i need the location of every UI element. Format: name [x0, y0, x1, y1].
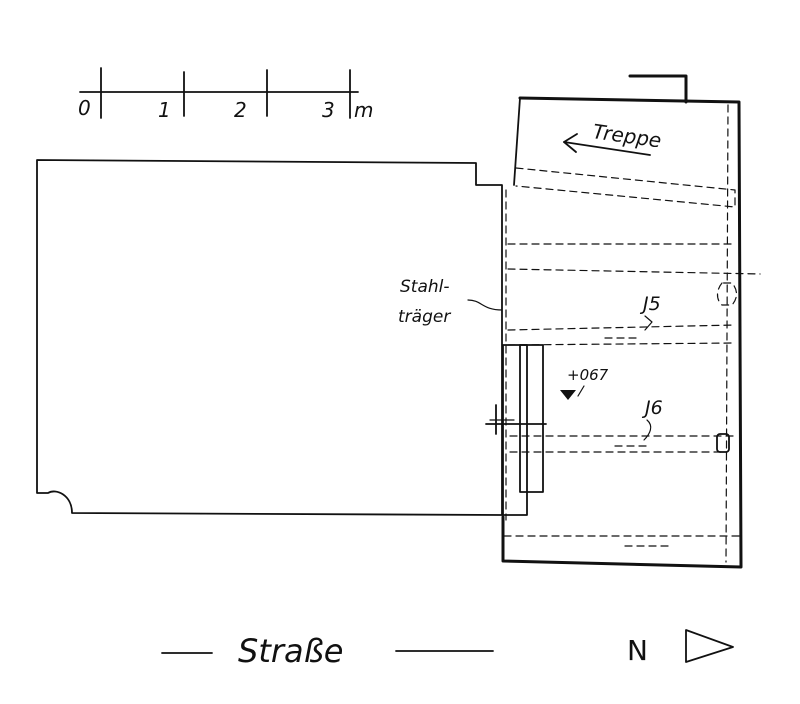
- steel-beam-label-1: Stahl-: [400, 277, 450, 297]
- stairs-annotation: Treppe: [563, 119, 663, 156]
- north-arrow-icon: [685, 629, 734, 663]
- elevation-triangle-icon: [560, 390, 576, 400]
- stairs-arrow-head: [563, 133, 578, 153]
- right-room-west-wall: [513, 97, 521, 186]
- dashed-east-line: [725, 104, 729, 563]
- scale-label-0: 0: [78, 96, 91, 120]
- dashed-column: [716, 282, 738, 306]
- scale-label-3: 3: [322, 98, 335, 122]
- door-frame: [485, 344, 547, 516]
- steel-beam-leader: [467, 299, 503, 311]
- elevation-leader: [577, 385, 585, 397]
- scale-unit: m: [354, 98, 373, 122]
- section-j5: J5: [639, 293, 661, 331]
- scale-label-1: 1: [158, 98, 171, 122]
- door-frame-inner: [519, 344, 544, 493]
- scale-bar: 0 1 2 3 m: [78, 67, 373, 122]
- street-label: Straße: [238, 632, 343, 670]
- elevation-label: +067: [567, 366, 609, 384]
- scale-label-2: 2: [234, 98, 247, 122]
- section-j6-label: J6: [641, 397, 663, 419]
- column-square: [716, 433, 730, 453]
- left-building-outline: [36, 159, 503, 516]
- dashed-beam-3: [507, 268, 761, 275]
- north-label: N: [627, 634, 648, 667]
- door-frame-outer: [502, 344, 528, 516]
- section-j5-arrow: [644, 315, 653, 331]
- stairs-arrow-shaft: [563, 141, 651, 156]
- right-room-outline: [501, 96, 743, 569]
- north-wall-stub: [628, 74, 688, 104]
- steel-beam-label-2: träger: [398, 307, 451, 327]
- section-j5-label: J5: [639, 293, 661, 315]
- section-j6-leader: [643, 419, 652, 441]
- north-arrow: N: [627, 629, 734, 667]
- steel-beam-annotation: Stahl- träger: [398, 277, 503, 327]
- elevation-mark: +067: [560, 366, 609, 400]
- dashed-beam-1: [515, 167, 736, 208]
- street-annotation: Straße: [161, 632, 494, 670]
- dashed-beam-5: [507, 342, 736, 346]
- right-room: [501, 74, 743, 569]
- section-j6: J6: [641, 397, 663, 441]
- dashed-beams: [503, 104, 761, 563]
- dashed-beam-4: [507, 324, 736, 331]
